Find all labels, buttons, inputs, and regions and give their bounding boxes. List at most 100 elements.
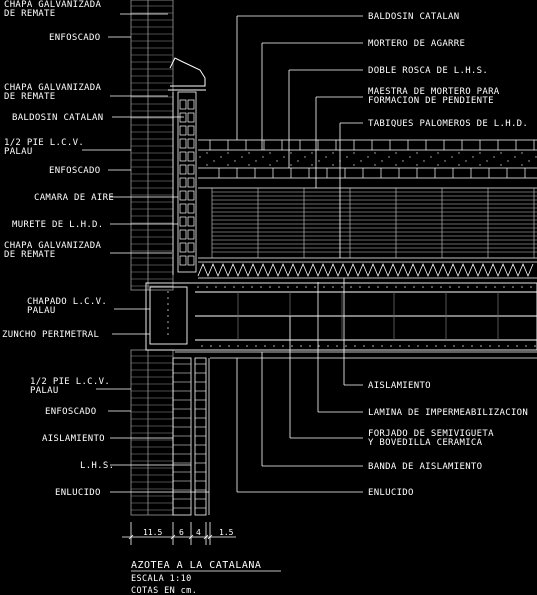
hatch-dot [215, 286, 217, 288]
hatch-dot [290, 152, 292, 154]
label-aislamiento-right: AISLAMIENTO [368, 381, 431, 391]
hatch-dot [462, 345, 464, 347]
hatch-dot [480, 345, 482, 347]
hatch-dot [500, 152, 502, 154]
hollow-brick-cell [187, 203, 195, 214]
hollow-brick-cell [187, 125, 195, 136]
hatch-dot [525, 345, 527, 347]
hatch-dot [290, 164, 292, 166]
hatch-dot [305, 286, 307, 288]
label-murete-lhd: MURETE DE L.H.D. [12, 220, 104, 230]
parapet-cap [168, 57, 206, 91]
hatch-dot [167, 327, 169, 329]
hatch-dot [399, 345, 401, 347]
hatch-dot [426, 345, 428, 347]
label-baldosin-catalan-right: BALDOSIN CATALAN [368, 12, 460, 22]
hollow-brick-cell [187, 99, 195, 110]
hatch-dot [304, 156, 306, 158]
hatch-dot [485, 286, 487, 288]
hatch-dot [479, 152, 481, 154]
hatch-dot [201, 345, 203, 347]
hatch-dot [431, 286, 433, 288]
hatch-dot [213, 160, 215, 162]
slab [145, 282, 537, 351]
hatch-dot [227, 164, 229, 166]
hollow-brick-cell [187, 112, 195, 123]
hatch-dot [341, 286, 343, 288]
hatch-dot [512, 286, 514, 288]
hollow-brick-cell [187, 190, 195, 201]
hollow-brick-cell [179, 177, 187, 188]
hatch-dot [458, 164, 460, 166]
partition-walls-hatch [211, 188, 537, 258]
hatch-dot [248, 164, 250, 166]
hatch-dot [404, 286, 406, 288]
hatch-dot [377, 286, 379, 288]
hatch-dot [479, 164, 481, 166]
hatch-dot [291, 345, 293, 347]
hatch-dot [345, 345, 347, 347]
parapet-inner-wall [172, 91, 197, 275]
label-enlucido-left: ENLUCIDO [55, 488, 101, 498]
hollow-brick-cell [179, 125, 187, 136]
hatch-dot [241, 156, 243, 158]
label-chapa-galvanizada-2: CHAPA GALVANIZADA [4, 83, 101, 93]
insulation-band [197, 261, 537, 279]
hatch-dot [353, 152, 355, 154]
hatch-dot [167, 321, 169, 323]
hatch-dot [273, 345, 275, 347]
hatch-dot [458, 152, 460, 154]
hatch-dot [381, 160, 383, 162]
hatch-dot [395, 152, 397, 154]
drawing-title: AZOTEA A LA CATALANA [131, 560, 261, 571]
hatch-dot [314, 286, 316, 288]
hatch-dot [417, 345, 419, 347]
hatch-dot [318, 160, 320, 162]
hatch-dot [167, 291, 169, 293]
left-annotations: CHAPA GALVANIZADA DE REMATE ENFOSCADO CH… [2, 0, 114, 498]
hatch-dot [422, 286, 424, 288]
label-pie-lcv-2b: PALAU [30, 386, 59, 396]
hatch-dot [493, 156, 495, 158]
hatch-dot [437, 164, 439, 166]
dim-1-5: 1.5 [219, 528, 234, 537]
dimension-line [122, 522, 236, 545]
label-chapa-galvanizada-3b: DE REMATE [4, 250, 55, 260]
hatch-dot [233, 286, 235, 288]
hatch-dot [390, 345, 392, 347]
hatch-dot [395, 286, 397, 288]
hatch-dot [360, 160, 362, 162]
hatch-dot [325, 156, 327, 158]
hatch-dot [332, 164, 334, 166]
hatch-dot [287, 286, 289, 288]
hatch-dot [535, 156, 537, 158]
label-forjado-semivigueta: FORJADO DE SEMIVIGUETA [368, 429, 494, 439]
label-doble-rosca-lhs: DOBLE ROSCA DE L.H.S. [368, 66, 488, 76]
label-aislamiento-left: AISLAMIENTO [42, 434, 105, 444]
hatch-dot [269, 164, 271, 166]
dim-4: 4 [196, 528, 201, 537]
label-maestra-mortero-b: FORMACION DE PENDIENTE [368, 96, 494, 106]
drawing-units: COTAS EN cm. [131, 586, 197, 595]
label-maestra-mortero: MAESTRA DE MORTERO PARA [368, 87, 500, 97]
hatch-dot [465, 160, 467, 162]
label-enfoscado-3: ENFOSCADO [45, 407, 96, 417]
hatch-dot [437, 152, 439, 154]
brick-joints [131, 5, 173, 511]
hatch-dot [395, 164, 397, 166]
hatch-dot [363, 345, 365, 347]
hatch-dot [423, 160, 425, 162]
hatch-dot [297, 160, 299, 162]
hatch-dot [228, 345, 230, 347]
label-chapado-lcv: CHAPADO L.C.V. [27, 297, 107, 307]
hatch-dot [521, 152, 523, 154]
hollow-brick-cell [179, 164, 187, 175]
ceiling-plaster [175, 351, 537, 359]
hatch-dot [336, 345, 338, 347]
hollow-brick-cell [179, 229, 187, 240]
label-chapado-lcv-b: PALAU [27, 306, 56, 316]
hatch-dot [388, 156, 390, 158]
hollow-brick-cell [179, 138, 187, 149]
hatch-dot [327, 345, 329, 347]
hollow-brick-cell [179, 203, 187, 214]
